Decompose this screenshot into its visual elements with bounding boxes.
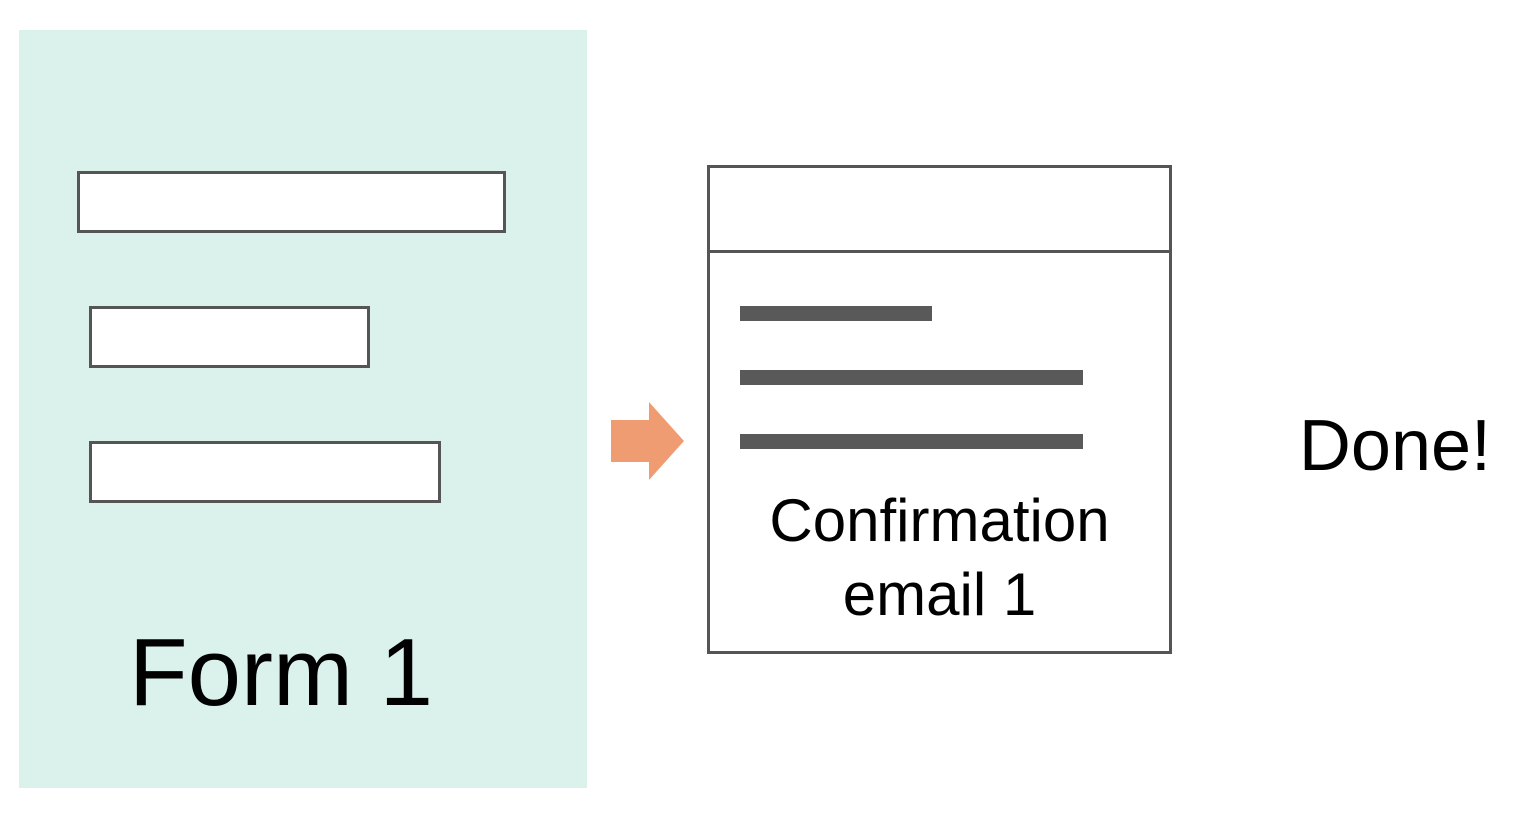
form-field-1 (77, 171, 506, 233)
form-field-3 (89, 441, 441, 503)
form-label: Form 1 (128, 619, 434, 726)
email-label: Confirmation email 1 (710, 484, 1169, 632)
email-text-line-3 (740, 434, 1083, 449)
email-text-line-2 (740, 370, 1083, 385)
email-label-line-2: email 1 (842, 561, 1037, 628)
email-text-line-1 (740, 306, 932, 321)
form-field-2 (89, 306, 370, 368)
email-label-line-1: Confirmation (769, 487, 1110, 554)
email-header (710, 168, 1169, 253)
arrow-right-icon (611, 402, 684, 480)
arrow-shape (611, 402, 684, 480)
confirmation-email: Confirmation email 1 (707, 165, 1172, 654)
done-label: Done! (1298, 406, 1492, 486)
form-panel (19, 30, 587, 788)
